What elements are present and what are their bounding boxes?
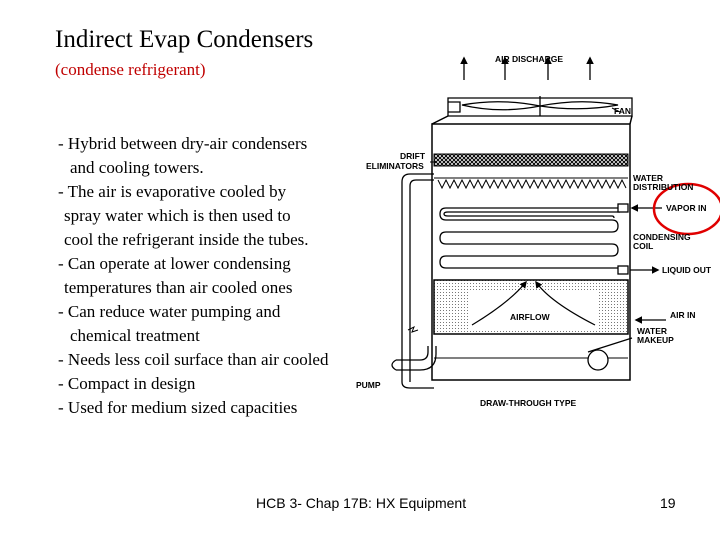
label-air-in: AIR IN [670,310,696,320]
recirculation-pipe [391,173,437,389]
label-water-makeup: WATER [637,326,667,336]
label-liquid-out: LIQUID OUT [662,265,712,275]
bullet-line: - Needs less coil surface than air coole… [58,350,329,369]
air-discharge-arrows [460,56,594,80]
bullet-line: spray water which is then used to [64,206,291,225]
bullet-item: - Can operate at lower condensing temper… [58,252,388,300]
leader-lines [430,107,621,163]
water-splash [407,325,419,333]
label-draw-through-type: DRAW-THROUGH TYPE [480,398,576,408]
bullet-line: cool the refrigerant inside the tubes. [64,230,309,249]
water-distribution [434,177,628,190]
tower-casing [431,115,633,381]
bullet-item: - Used for medium sized capacities [58,396,388,420]
bullet-line: - Can operate at lower condensing [58,254,291,273]
bullet-line: - Used for medium sized capacities [58,398,298,417]
side-arrows [630,204,666,324]
label-airflow: AIRFLOW [510,312,551,322]
bullet-line: - Can reduce water pumping and [58,302,281,321]
label-drift-eliminators: ELIMINATORS [366,161,424,171]
bullet-item: - The air is evaporative cooled by spray… [58,180,388,252]
bullet-item: - Can reduce water pumping and chemical … [58,300,388,348]
condensing-coil [439,203,629,275]
bullet-line: and cooling towers. [70,158,204,177]
label-water-makeup: MAKEUP [637,335,674,345]
bullet-line: - The air is evaporative cooled by [58,182,287,201]
pump [587,349,609,371]
label-condensing-coil: COIL [633,241,653,251]
slide-title: Indirect Evap Condensers [55,26,314,53]
bullet-item: - Hybrid between dry-air condensers and … [58,132,388,180]
bullet-line: - Hybrid between dry-air condensers [58,134,308,153]
fan [447,96,633,117]
label-drift-eliminators: DRIFT [400,151,426,161]
label-condensing-coil: CONDENSING [633,232,691,242]
bullet-line: temperatures than air cooled ones [64,278,293,297]
bullet-item: - Compact in design [58,372,388,396]
bullet-line: - Compact in design [58,374,196,393]
footer-text: HCB 3- Chap 17B: HX Equipment [256,495,467,511]
drift-eliminators [433,153,629,167]
slide-subtitle: (condense refrigerant) [55,60,206,79]
bullet-line: chemical treatment [70,326,200,345]
airflow-arrows [471,280,596,326]
vapor-in-highlight [652,182,720,236]
evap-condenser-diagram: AIR DISCHARGE FAN DRIFT ELIMINATORS WATE… [356,54,720,408]
label-pump: PUMP [356,380,381,390]
bullet-list: - Hybrid between dry-air condensers and … [58,132,388,420]
bullet-item: - Needs less coil surface than air coole… [58,348,388,372]
label-air-discharge: AIR DISCHARGE [495,54,563,64]
label-water-distribution: DISTRIBUTION [633,182,693,192]
label-water-distribution: WATER [633,173,663,183]
label-fan: FAN [614,106,631,116]
page-number: 19 [660,495,676,511]
label-vapor-in: VAPOR IN [666,203,706,213]
